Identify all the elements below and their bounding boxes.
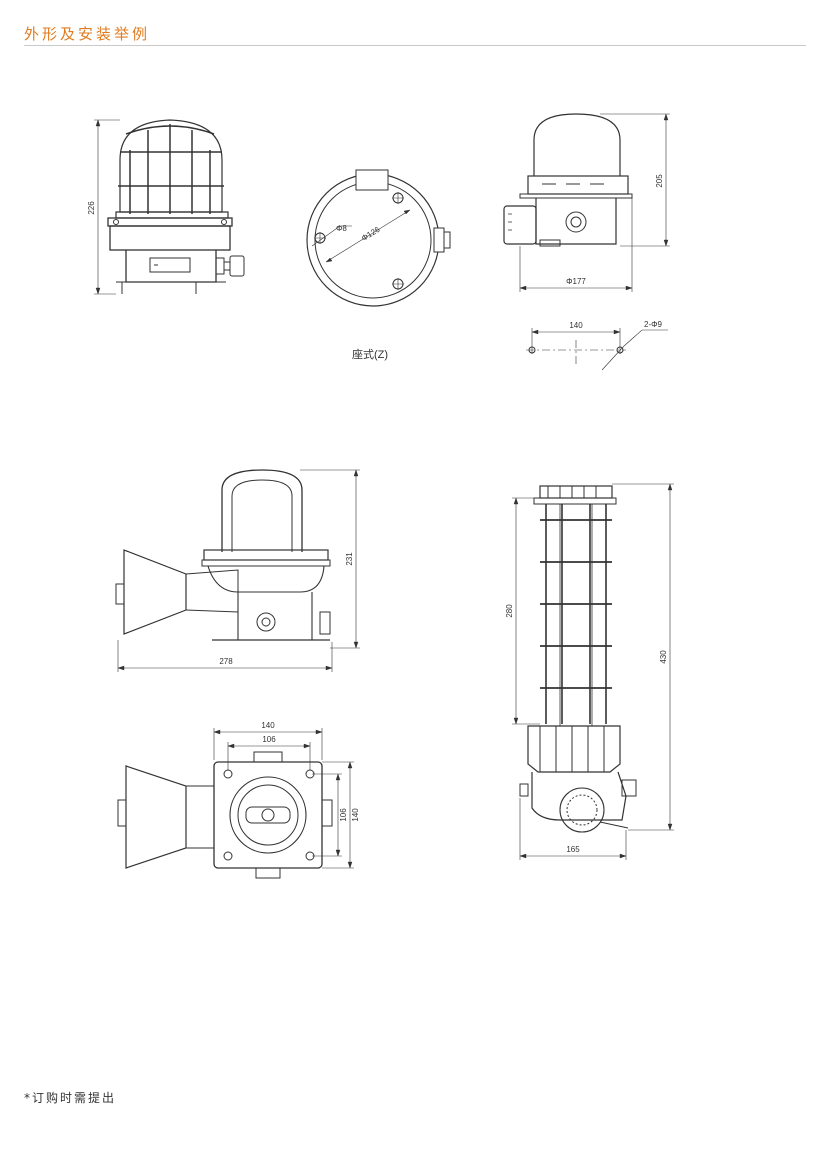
base-caption: 座式(Z): [352, 347, 388, 361]
dim-280: 280: [505, 604, 514, 618]
dim-430: 430: [659, 650, 668, 664]
view-caged-lamp-side: 226: [87, 119, 245, 295]
dim-226: 226: [87, 201, 96, 215]
dim-140-top: 140: [261, 721, 275, 730]
section-title: 外形及安装举例: [24, 25, 151, 43]
view-tube-lamp: 280 430 165: [505, 483, 674, 860]
dim-106-right: 106: [339, 808, 348, 822]
dim-2-phi9: 2-Φ9: [644, 320, 662, 329]
view-horn-side: 231 278: [115, 469, 360, 672]
dim-231: 231: [345, 552, 354, 566]
view-dome-side: 205 Φ177: [503, 113, 670, 292]
dim-phi177: Φ177: [566, 277, 586, 286]
title-divider: [24, 45, 806, 46]
order-note: *订购时需提出: [24, 1091, 117, 1105]
dim-165: 165: [566, 845, 580, 854]
view-horn-plan: 140 106 106 140: [117, 721, 360, 879]
view-base-plan: Φ126 Φ8 座式(Z): [306, 169, 451, 361]
dim-phi126: Φ126: [360, 225, 382, 243]
dim-phi8: Φ8: [336, 224, 347, 233]
dim-205: 205: [655, 174, 664, 188]
dim-140-holes: 140: [569, 321, 583, 330]
view-mount-holes: 140 2-Φ9: [526, 320, 668, 371]
dim-106-top: 106: [262, 735, 276, 744]
dim-278: 278: [219, 657, 233, 666]
dim-140-right: 140: [351, 808, 360, 822]
